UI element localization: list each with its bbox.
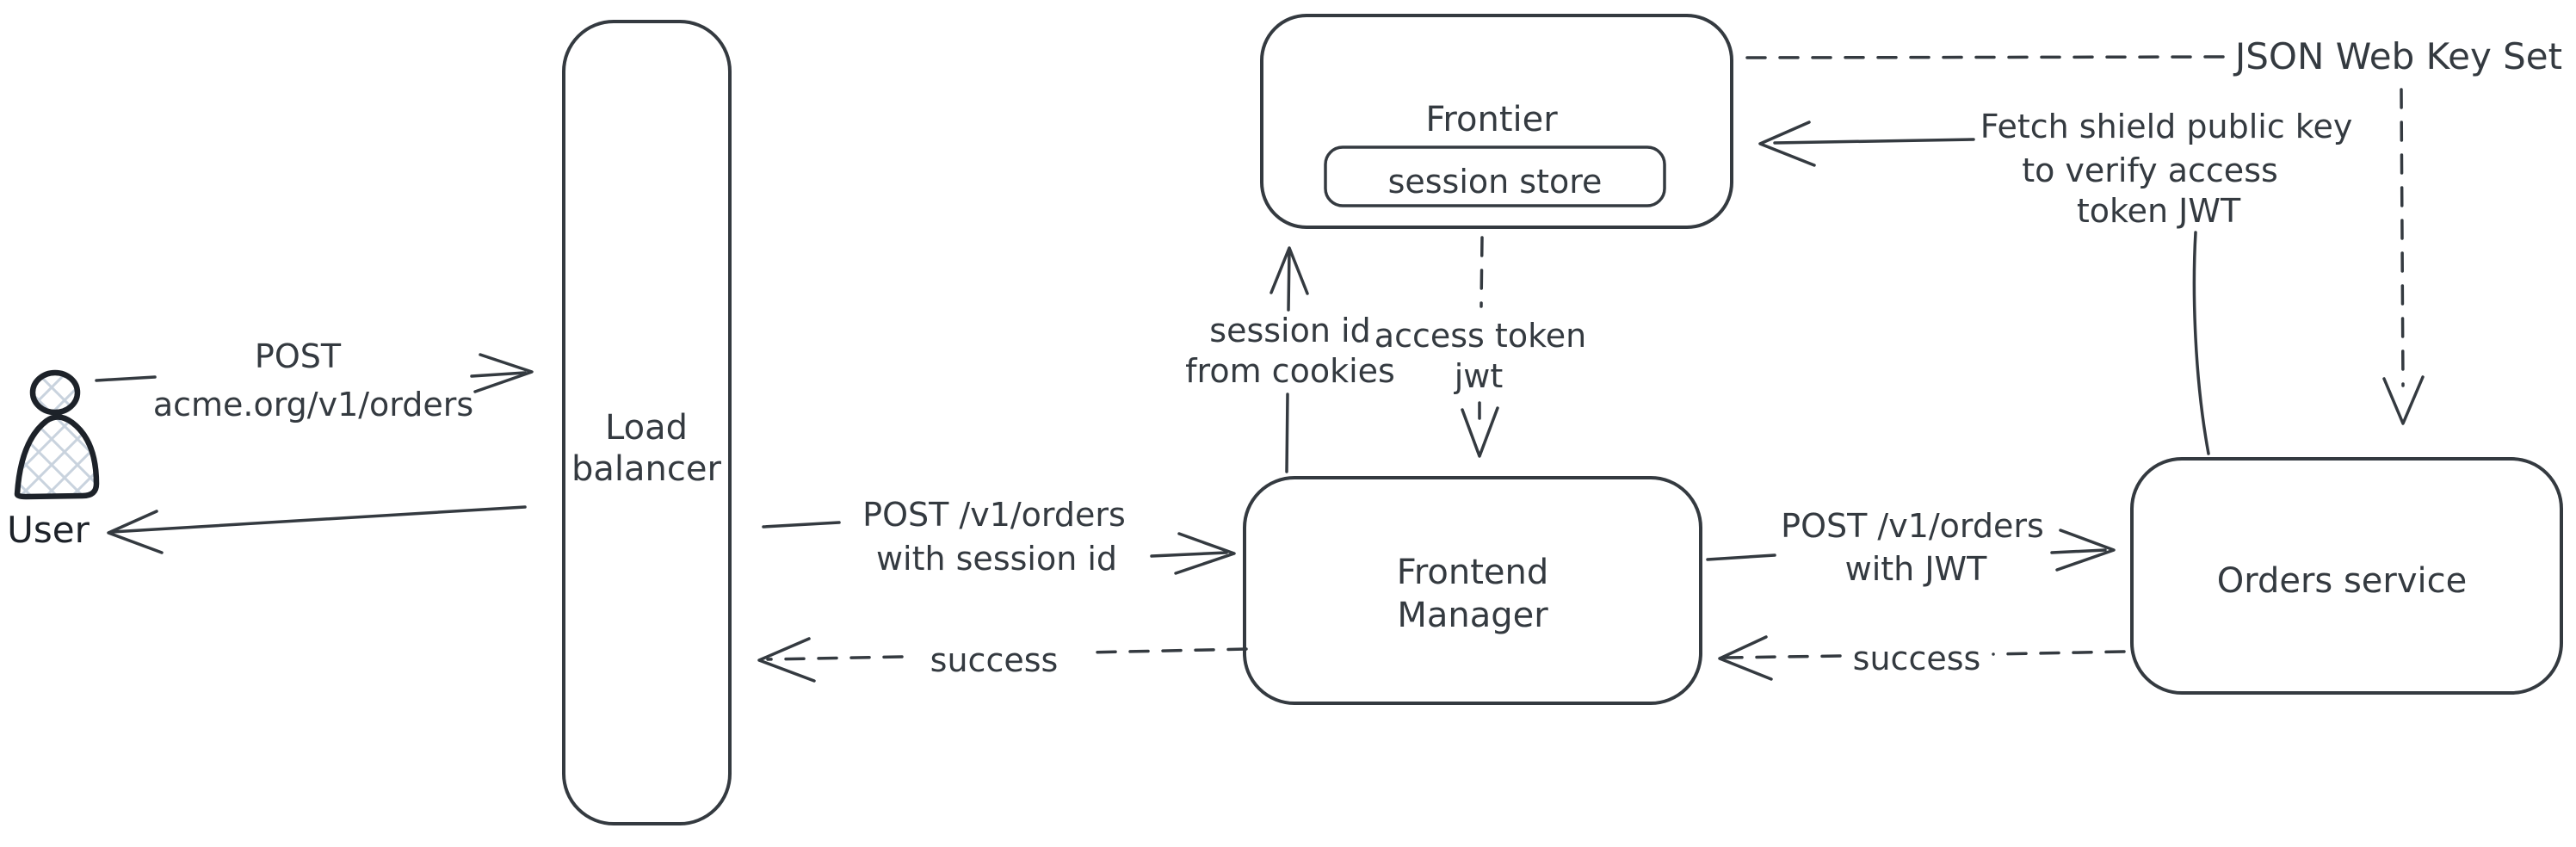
edge-fm-to-lb-dash-right — [1084, 647, 1248, 654]
edge-fm-to-frontier-tail — [1285, 393, 1289, 473]
edge-lb-to-fm-label-line1: POST /v1/orders — [862, 496, 1126, 534]
edge-orders-to-frontier-label-line2: to verify access — [2022, 151, 2278, 189]
session-store-box — [1324, 145, 1666, 207]
edge-fm-to-lb-label: success — [930, 641, 1059, 679]
edge-fm-to-lb-dash-left — [766, 655, 904, 661]
edge-load-balancer-to-user — [107, 505, 527, 554]
edge-fm-to-frontier-arrowhead — [1269, 246, 1309, 295]
edge-orders-to-fm-arrowhead — [1718, 635, 1773, 681]
edge-lb-to-fm-label-line2: with session id — [876, 540, 1117, 578]
edge-fm-to-lb-arrowhead — [757, 637, 816, 683]
edge-user-to-lb-label-line1: POST — [255, 337, 342, 375]
jwks-label: JSON Web Key Set — [2233, 35, 2562, 77]
edge-fm-to-orders-label-line2: with JWT — [1845, 550, 1987, 588]
edge-frontier-to-fm-label-line1: access token — [1374, 317, 1586, 355]
orders-service-box — [2130, 457, 2563, 695]
edge-frontier-to-frontend-manager: access token jwt — [1374, 236, 1586, 458]
load-balancer-label-line2: balancer — [571, 449, 721, 489]
edge-fm-to-frontier-label-line2: from cookies — [1185, 352, 1395, 390]
edge-frontier-to-fm-arrowhead — [1461, 406, 1499, 458]
edge-orders-to-fm-label: success — [1853, 640, 1981, 677]
load-balancer-node: Load balancer — [562, 20, 732, 825]
edge-user-to-lb-shaft — [470, 371, 527, 378]
edge-orders-to-frontier-label-line3: token JWT — [2077, 192, 2241, 230]
person-icon — [14, 414, 100, 500]
edge-load-balancer-to-frontend-manager: POST /v1/orders with session id — [762, 496, 1236, 578]
edge-lb-to-fm-arrowhead — [1174, 532, 1236, 575]
edge-fm-to-orders-tail — [1706, 553, 1776, 561]
session-store-label: session store — [1388, 163, 1603, 201]
orders-service-node: Orders service — [2130, 457, 2563, 695]
edge-lb-to-user-shaft — [110, 505, 527, 534]
edge-lb-to-fm-tail — [762, 521, 841, 529]
load-balancer-box — [562, 20, 732, 825]
edge-orders-to-frontier-shaft — [1773, 138, 1975, 145]
edge-frontier-to-fm-label-line2: jwt — [1454, 357, 1504, 395]
edge-fm-to-frontier-label-line1: session id — [1209, 312, 1370, 349]
edge-frontend-manager-to-frontier: session id from cookies — [1185, 246, 1395, 473]
edge-user-to-lb-tail — [95, 375, 157, 382]
edge-orders-to-fm-dash-left — [1723, 654, 1842, 659]
edge-orders-to-frontier-label-line1: Fetch shield public key — [1980, 108, 2353, 145]
orders-service-label: Orders service — [2217, 561, 2468, 601]
edge-frontend-manager-to-orders-service: POST /v1/orders with JWT — [1706, 507, 2116, 588]
edge-fm-to-frontier-shaft — [1287, 248, 1291, 312]
edge-user-to-lb-arrowhead — [473, 353, 534, 393]
edge-jwks-to-orders-dash — [2400, 88, 2405, 387]
edge-jwks-to-orders-service — [2382, 88, 2425, 425]
edge-fm-to-orders-label-line1: POST /v1/orders — [1781, 507, 2044, 545]
edge-orders-to-frontier-arrowhead — [1758, 121, 1816, 167]
edge-frontier-to-jwks: JSON Web Key Set — [1745, 35, 2562, 77]
frontier-label: Frontier — [1425, 100, 1558, 139]
user-node: User — [7, 369, 100, 551]
frontend-manager-box — [1243, 476, 1702, 705]
edge-orders-to-fm-dash-right — [1992, 650, 2126, 656]
frontend-manager-node: Frontend Manager — [1243, 476, 1702, 705]
person-icon-head — [29, 369, 81, 416]
edge-lb-to-fm-shaft — [1150, 551, 1228, 558]
edge-lb-to-user-arrowhead — [107, 510, 164, 554]
edge-orders-service-to-frontend-manager: success — [1718, 635, 2126, 681]
frontier-node: Frontier session store — [1260, 14, 1733, 229]
edge-frontend-manager-to-load-balancer: success — [757, 637, 1248, 683]
frontend-manager-label-line2: Manager — [1397, 596, 1548, 635]
edge-jwks-to-orders-arrowhead — [2382, 375, 2425, 425]
edge-fm-to-orders-shaft — [2050, 548, 2107, 554]
edge-fm-to-orders-arrowhead — [2055, 529, 2116, 572]
user-label: User — [7, 509, 90, 551]
edge-frontier-to-jwks-dash — [1745, 55, 2235, 59]
edge-frontier-to-fm-dash-top — [1480, 236, 1484, 308]
edge-user-to-lb-label-line2: acme.org/v1/orders — [153, 386, 473, 424]
frontend-manager-label-line1: Frontend — [1397, 553, 1549, 592]
edge-user-to-load-balancer: POST acme.org/v1/orders — [95, 337, 534, 424]
edge-orders-service-to-frontier: Fetch shield public key to verify access… — [1758, 108, 2353, 455]
load-balancer-label-line1: Load — [605, 408, 688, 448]
edge-orders-to-frontier-curve — [2192, 231, 2210, 455]
